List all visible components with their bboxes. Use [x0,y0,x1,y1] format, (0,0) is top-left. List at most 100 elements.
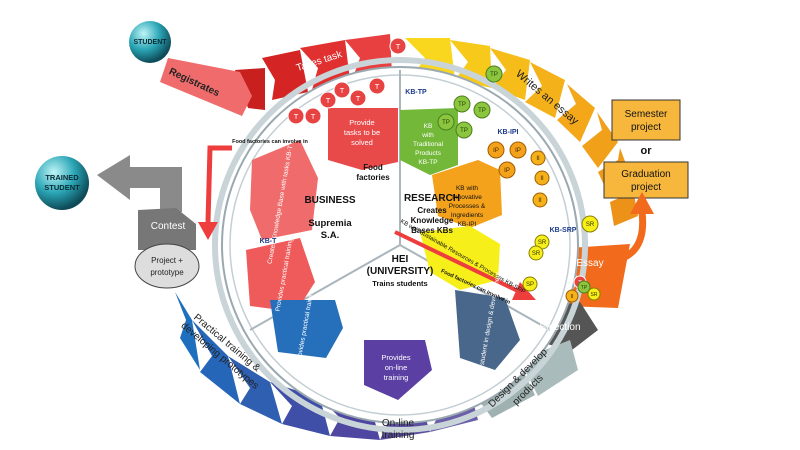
kbipi-line4: Ingredients [451,212,484,219]
badge-sr: SR [586,222,595,228]
business-company-line2: S.A. [321,230,339,241]
project-proto-line1: Project + [151,256,183,265]
online-hei-line1: Provides [381,353,410,362]
kbtp-line3: Traditional [413,141,444,148]
research-title: RESEARCH [404,193,460,204]
badge-tp-circle [473,101,491,119]
semester-line1: Semester [625,109,668,120]
badge-tp: TP [458,102,466,108]
badge-ip-circle [498,161,516,179]
research-sub-line3: Bases KBs [411,226,453,235]
provide-tasks-block [328,108,398,170]
business-company-line1: Supremia [308,218,352,229]
badge-tp-circle [577,280,591,294]
student-ball [129,21,171,63]
kbipi-block [432,160,502,228]
essay-arrowhead [630,192,654,214]
graduation-box [603,161,689,199]
practical-business-block [246,238,315,312]
outer-ring [212,57,588,433]
online-training-line1: On-line [382,418,415,429]
badge-t-circle [333,81,351,99]
assists-block [455,290,520,370]
badge-tp: TP [442,120,450,126]
badge-sr-circle [587,287,601,301]
badge-ii: II [571,294,574,300]
online-hei-line3: training [384,373,409,382]
badge-ip-circle [487,141,505,159]
contest-label: Contest [151,221,186,232]
graduation-line1: Graduation [621,169,670,180]
badge-ii-circle [532,192,548,208]
kbtp-line5: KB-TP [418,159,437,166]
graduation-line2: project [631,182,661,193]
badge-tp-circle [437,113,455,131]
semester-box [611,99,681,141]
badge-sr: SR [538,240,547,246]
trained-arrow [97,155,182,212]
trained-student-line2: STUDENT [44,183,80,192]
creates-kb-block [250,140,318,240]
badge-ii: II [536,156,540,162]
provide-tasks-line1: Provide [349,118,374,127]
badge-ip: IP [493,148,499,154]
badge-t: T [356,94,361,103]
badge-sr: SR [591,292,598,298]
badge-tp: TP [460,128,468,134]
food-factories-arrow-right [394,230,521,294]
badge-t-circle [349,89,367,107]
selection-label: Selection [539,322,580,333]
project-proto-oval [134,243,200,289]
badge-ii-circle [534,170,550,186]
badge-t-circle [319,91,337,109]
contest-block [138,208,196,250]
student-label: STUDENT [133,39,167,46]
badge-ii: II [540,176,544,182]
essay-label: Essay [576,258,603,269]
badge-ip-circle [509,141,527,159]
badge-tp-circle [455,121,473,139]
badge-ip: IP [515,148,521,154]
badge-tp-circle [453,95,471,113]
project-proto-line2: prototype [150,268,184,277]
kbipi-line5: KB-IPI [458,221,477,228]
kbipi-line1: KB with [456,185,478,192]
food-factories-arrow-left [205,145,232,223]
kbipi-label: KB-IPI [498,129,519,136]
provide-tasks-line2: tasks to be [344,128,380,137]
research-sub-line2: Knowledge [411,216,454,225]
badge-t-circle [389,37,407,55]
research-sub-line1: Creates [417,206,447,215]
hei-sub: Trains students [372,279,427,288]
food-factories-line1: Food [363,163,383,172]
badge-t: T [396,42,401,51]
hei-title-line2: (UNIVERSITY) [367,266,434,277]
food-factories-arrowhead-right [512,282,536,300]
badge-ii-circle [530,150,546,166]
badge-ii-circle [565,289,579,303]
kbipi-line3: Processes & [449,203,486,210]
hei-title-line1: HEI [392,254,409,265]
provide-tasks-line3: solved [351,138,373,147]
kbtp-line2: with [421,132,434,139]
badge-t: T [294,112,299,121]
badge-t: T [311,112,316,121]
online-training-line2: training [382,430,415,441]
practical-hei-block [270,300,343,358]
badge-t: T [326,96,331,105]
badge-sp-circle [522,276,538,292]
badge-t-circle [304,107,322,125]
registrates-arrow [160,58,252,116]
badge-sr: SR [532,251,541,257]
badge-tp: TP [478,108,486,114]
kbtp-line1: KB [424,123,433,130]
badge-ii: II [538,198,542,204]
badge-t-circle [287,107,305,125]
online-hei-block [364,340,432,400]
trained-student-line1: TRAINED [45,173,79,182]
food-involve-left: Food factories can involve in [232,139,308,145]
semester-line2: project [631,122,661,133]
business-title: BUSINESS [304,195,355,206]
badge-sp: SP [526,282,534,288]
trained-student-ball [35,156,89,210]
